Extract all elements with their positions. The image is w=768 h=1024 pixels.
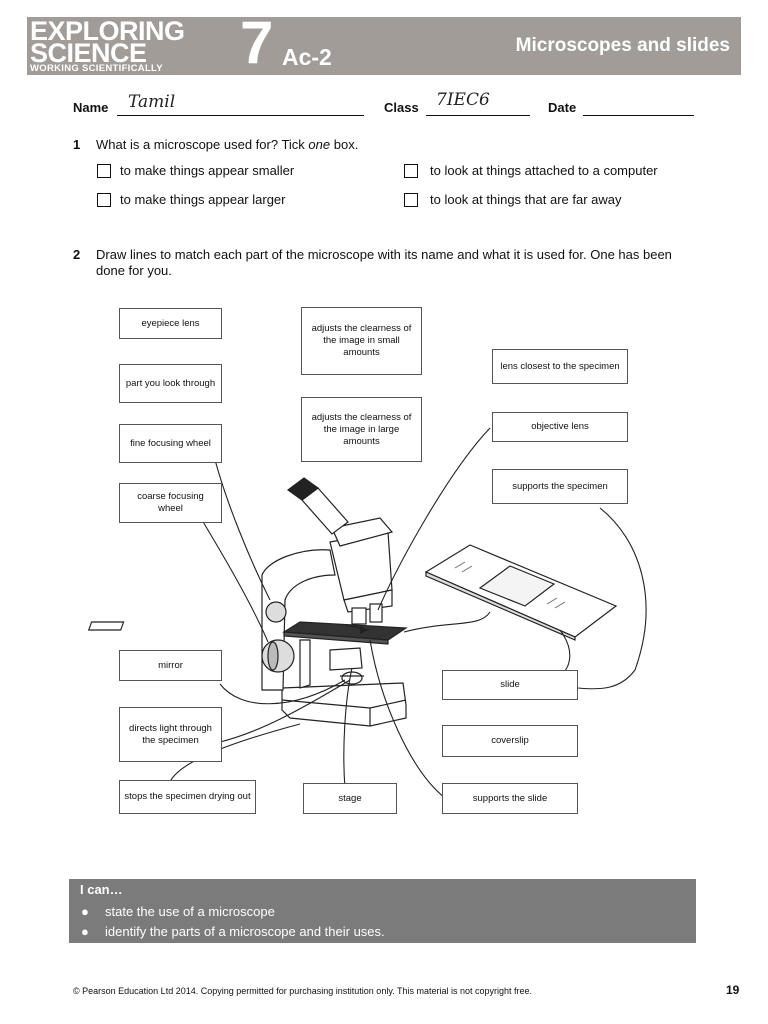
page-number: 19	[726, 983, 740, 997]
box-stage[interactable]: stage	[303, 783, 397, 814]
box-supports-specimen[interactable]: supports the specimen	[492, 469, 628, 504]
name-field[interactable]	[117, 99, 364, 116]
q1-option-3-checkbox[interactable]	[97, 193, 111, 207]
date-field[interactable]	[583, 99, 694, 116]
box-part-you-look-through[interactable]: part you look through	[119, 364, 222, 403]
name-value: Tamil	[128, 92, 176, 112]
box-directs-light[interactable]: directs light through the specimen	[119, 707, 222, 762]
q1-option-3-label: to make things appear larger	[120, 192, 286, 207]
q1-option-2-label: to look at things attached to a computer	[430, 163, 658, 178]
bullet-icon: ●	[81, 924, 89, 939]
q2-text: Draw lines to match each part of the mic…	[96, 247, 672, 278]
box-lens-closest[interactable]: lens closest to the specimen	[492, 349, 628, 384]
box-objective-lens[interactable]: objective lens	[492, 412, 628, 442]
box-supports-slide[interactable]: supports the slide	[442, 783, 578, 814]
q1-text: What is a microscope used for? Tick one …	[96, 137, 359, 152]
box-eyepiece-lens[interactable]: eyepiece lens	[119, 308, 222, 339]
header-banner	[27, 17, 741, 75]
q1-option-1-label: to make things appear smaller	[120, 163, 295, 178]
date-label: Date	[548, 100, 577, 115]
q2-number: 2	[73, 247, 81, 262]
q1-option-1-checkbox[interactable]	[97, 164, 111, 178]
i-can-panel: I can… ●state the use of a microscope ●i…	[69, 879, 696, 943]
box-fine-focusing-wheel[interactable]: fine focusing wheel	[119, 424, 222, 463]
activity-code: Ac-2	[282, 44, 332, 70]
q1-option-2-checkbox[interactable]	[404, 164, 418, 178]
class-value: 7IEC6	[436, 90, 490, 110]
i-can-heading: I can…	[80, 882, 123, 897]
page-title: Microscopes and slides	[515, 35, 730, 56]
q1-option-4-checkbox[interactable]	[404, 193, 418, 207]
class-field[interactable]	[426, 99, 530, 116]
class-label: Class	[384, 100, 419, 115]
q1-number: 1	[73, 137, 81, 152]
box-adjusts-small[interactable]: adjusts the clearness of the image in sm…	[301, 307, 422, 375]
copyright-text: © Pearson Education Ltd 2014. Copying pe…	[73, 986, 533, 996]
i-can-item: ●identify the parts of a microscope and …	[81, 924, 385, 939]
logo-science: SCIENCE	[30, 38, 147, 68]
box-slide[interactable]: slide	[442, 670, 578, 700]
box-coarse-focusing-wheel[interactable]: coarse focusing wheel	[119, 483, 222, 523]
box-coverslip[interactable]: coverslip	[442, 725, 578, 757]
box-stops-drying[interactable]: stops the specimen drying out	[119, 780, 256, 814]
name-label: Name	[73, 100, 109, 115]
year-number: 7	[240, 9, 274, 76]
box-mirror[interactable]: mirror	[119, 650, 222, 681]
logo-exploring: EXPLORING	[30, 16, 185, 46]
q1-option-4-label: to look at things that are far away	[430, 192, 622, 207]
box-adjusts-large[interactable]: adjusts the clearness of the image in la…	[301, 397, 422, 462]
logo-tagline: WORKING SCIENTIFICALLY	[30, 63, 163, 74]
i-can-item: ●state the use of a microscope	[81, 904, 275, 919]
bullet-icon: ●	[81, 904, 89, 919]
